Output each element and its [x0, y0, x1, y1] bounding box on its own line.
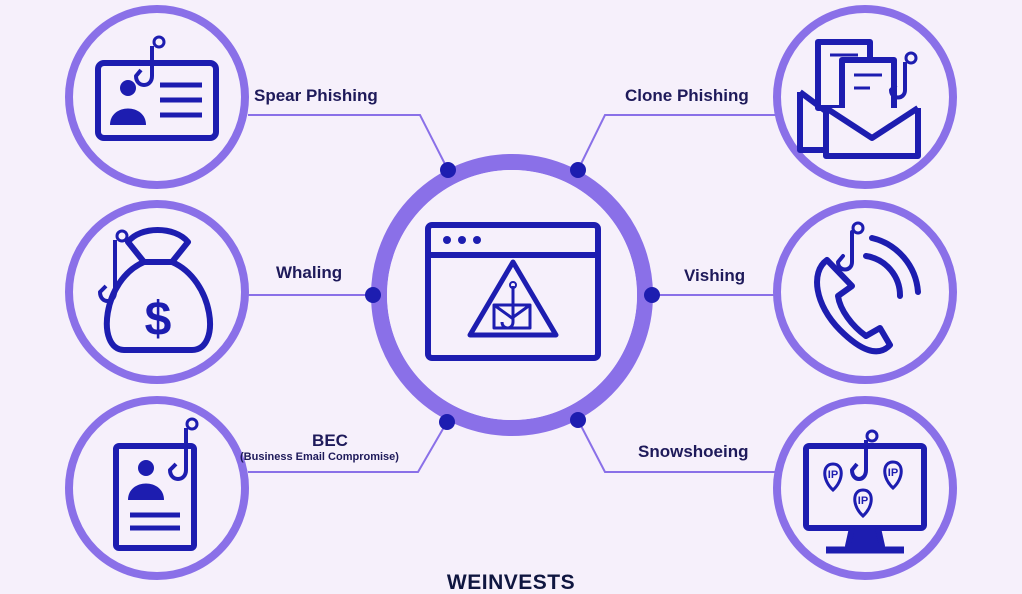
label-snowshoeing: Snowshoeing [638, 442, 749, 461]
ip-pin-left [823, 462, 843, 493]
ip-badge-right: IP [888, 467, 898, 479]
money-bag-hook-icon: $ [98, 227, 213, 353]
label-bec: BEC [312, 431, 348, 450]
dot-snowshoeing [570, 412, 586, 428]
label-spear-phishing: Spear Phishing [254, 86, 378, 105]
browser-warning-hook-icon [425, 222, 601, 361]
dot-whaling [365, 287, 381, 303]
connector-spear [248, 114, 449, 171]
ip-badges: IP IP IP [828, 467, 898, 507]
connector-snowshoeing [577, 419, 775, 473]
ip-pin-bottom [853, 488, 873, 519]
svg-text:$: $ [145, 293, 172, 346]
label-vishing: Vishing [684, 266, 746, 285]
label-whaling: Whaling [276, 263, 343, 282]
connector-bec [248, 421, 448, 473]
connector-clone [577, 114, 775, 171]
ip-badge-left: IP [828, 469, 838, 481]
dot-spear [440, 162, 456, 178]
phone-hook-icon [814, 221, 921, 355]
profile-document-hook-icon [113, 417, 199, 551]
dot-vishing [644, 287, 660, 303]
label-clone-phishing: Clone Phishing [625, 86, 749, 105]
duplicate-email-hook-icon [797, 39, 921, 159]
connector-lines [248, 114, 775, 473]
id-card-hook-icon [95, 35, 219, 141]
dot-bec [439, 414, 455, 430]
ip-pins [823, 460, 903, 519]
label-bec-subtitle: (Business Email Compromise) [240, 451, 399, 463]
circle-vishing [773, 200, 957, 384]
dot-clone [570, 162, 586, 178]
ip-pin-right [883, 460, 903, 491]
monitor-ip-hook-icon [803, 429, 927, 554]
brand-logo-text: WEINVESTS [446, 571, 576, 594]
connector-dots [365, 162, 660, 430]
ip-badge-bottom: IP [858, 495, 868, 507]
